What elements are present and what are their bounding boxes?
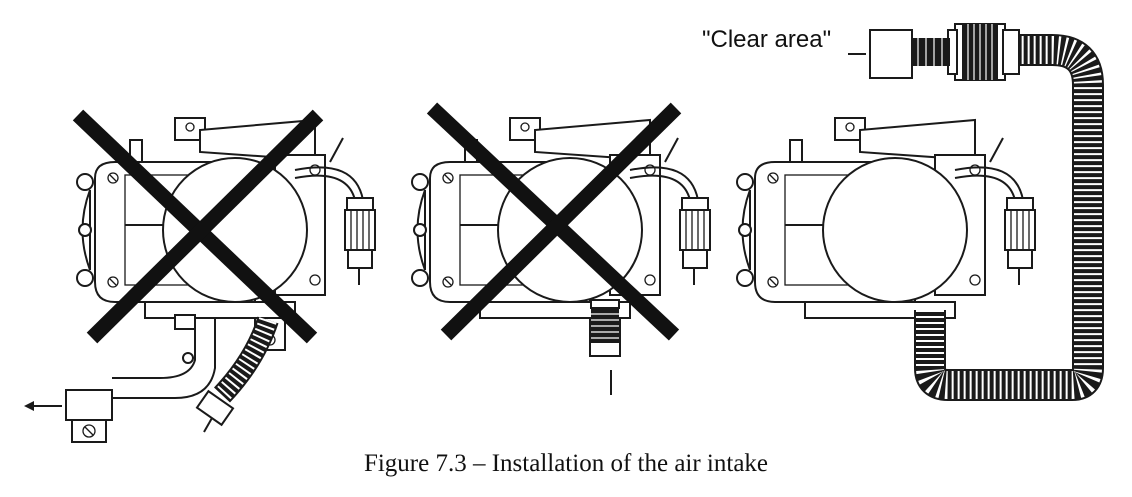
air-inlet-end bbox=[869, 29, 913, 79]
figure-caption: Figure 7.3 – Installation of the air int… bbox=[363, 450, 769, 477]
panel-3-heater bbox=[736, 117, 1036, 351]
clear-area-label: "Clear area" bbox=[702, 26, 832, 53]
panel-1-heater bbox=[65, 117, 376, 443]
panel-2-cross-mark bbox=[426, 102, 682, 341]
panel-1-exhaust-arrow bbox=[24, 401, 62, 411]
panel-2-heater bbox=[411, 117, 711, 395]
panel-1-cross-mark bbox=[72, 109, 324, 344]
panel-3-intake-hose bbox=[848, 23, 1104, 401]
